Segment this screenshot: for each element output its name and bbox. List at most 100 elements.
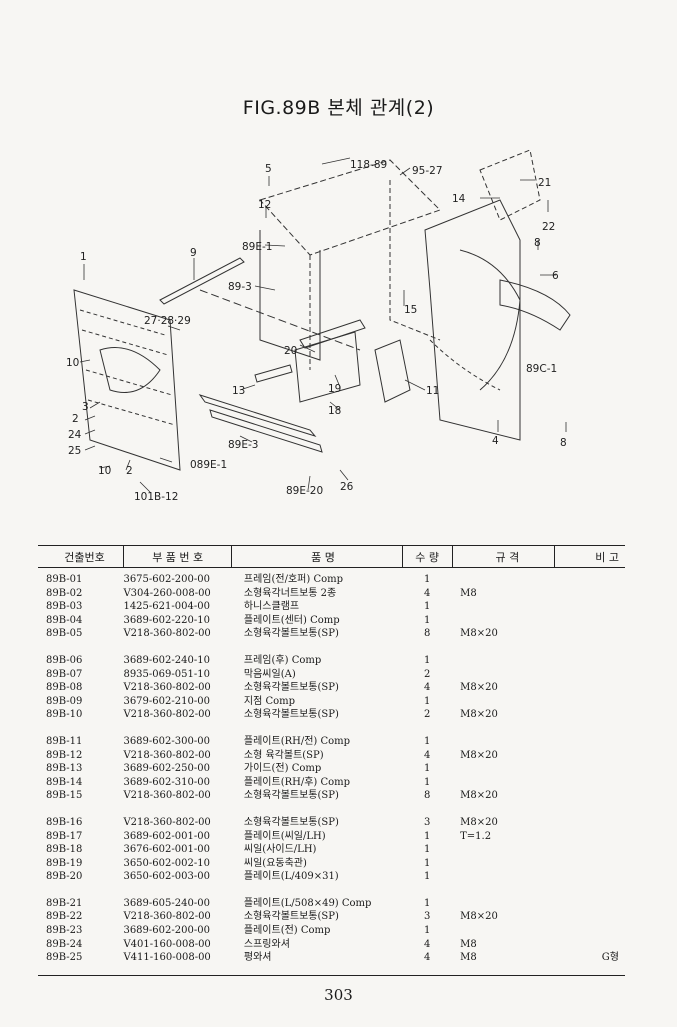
cell-part-number: 3689-602-310-00: [123, 776, 210, 788]
cell-note: [555, 857, 625, 871]
cell-part-code: 89B-01: [46, 574, 83, 585]
cell-part-code: 89B-08: [46, 682, 83, 694]
cell-part-name: 소형육각볼트보통(SP): [243, 911, 339, 923]
cell-part-number: 3689-602-300-00: [123, 735, 210, 747]
exploded-parts-diagram: 5 118-89 95-27 21 14 12 22 8 9 1 89E-1 6…: [66, 149, 571, 503]
cell-spec: [452, 695, 555, 709]
callout-label: 89E-1: [242, 241, 272, 253]
cell-note: [555, 776, 625, 790]
cell-part-number: 3676-602-001-00: [123, 844, 210, 856]
cell-part-code: 89B-10: [46, 709, 83, 721]
cell-part-name: 소형육각볼트보통(SP): [243, 682, 339, 694]
cell-part-code: 89B-25: [46, 952, 83, 964]
cell-quantity: 8: [423, 790, 431, 802]
group-spacer: [38, 722, 625, 735]
cell-part-name: 씨일(사이드/LH): [243, 844, 317, 856]
cell-spec: T=1.2: [460, 830, 492, 842]
cell-part-number: V218-360-802-00: [123, 749, 211, 761]
callout-label: 13: [232, 385, 245, 397]
cell-note: [555, 735, 625, 749]
cell-spec: [452, 654, 555, 668]
cell-part-name: 소형 육각볼트(SP): [243, 749, 324, 761]
cell-note: [555, 627, 625, 641]
cell-spec: [452, 735, 555, 749]
header-part-number: 부 품 번 호: [122, 545, 232, 568]
cell-note: G형: [601, 952, 619, 964]
cell-spec: M8×20: [460, 628, 498, 640]
cell-spec: [452, 762, 555, 776]
page-title: FIG.89B 본체 관계(2): [242, 97, 435, 119]
table-row: 89B-13 3689-602-250-00 가이드(전) Comp 1: [38, 762, 625, 776]
cell-part-code: 89B-06: [46, 654, 83, 666]
callout-label: 25: [68, 445, 81, 457]
cell-part-code: 89B-16: [46, 816, 83, 828]
cell-quantity: 1: [423, 776, 431, 788]
cell-part-name: 가이드(전) Comp: [243, 763, 322, 775]
cell-quantity: 2: [423, 709, 431, 721]
callout-label: 8: [560, 437, 567, 449]
cell-part-code: 89B-18: [46, 844, 83, 856]
callout-label: 18: [328, 405, 341, 417]
cell-quantity: 1: [423, 897, 431, 909]
cell-note: [555, 910, 625, 924]
cell-spec: M8: [460, 938, 477, 950]
cell-quantity: 1: [423, 601, 431, 613]
cell-spec: M8×20: [460, 816, 498, 828]
cell-part-code: 89B-21: [46, 897, 83, 909]
cell-quantity: 8: [423, 628, 431, 640]
cell-note: [555, 681, 625, 695]
cell-quantity: 2: [423, 668, 431, 680]
cell-part-number: 3689-602-001-00: [123, 830, 210, 842]
cell-part-number: V401-160-008-00: [123, 938, 211, 950]
cell-part-code: 89B-04: [46, 614, 83, 626]
cell-part-code: 89B-03: [46, 601, 83, 613]
cell-quantity: 1: [423, 654, 431, 666]
cell-spec: M8×20: [460, 682, 498, 694]
cell-note: [555, 614, 625, 628]
cell-part-number: 1425-621-004-00: [123, 601, 210, 613]
callout-label: 10: [66, 357, 79, 369]
cell-part-number: 3689-602-250-00: [123, 763, 210, 775]
callout-label: 27·28·29: [144, 315, 191, 327]
cell-note: [555, 924, 625, 938]
cell-spec: [452, 600, 555, 614]
group-spacer: [38, 641, 625, 654]
callout-label: 8: [534, 237, 541, 249]
cell-note: [555, 843, 625, 857]
callout-label: 1: [80, 251, 87, 263]
cell-spec: [452, 668, 555, 682]
cell-part-code: 89B-13: [46, 763, 83, 775]
table-bottom-rule: [38, 975, 625, 976]
cell-part-code: 89B-22: [46, 911, 83, 923]
cell-part-number: 3679-602-210-00: [123, 695, 210, 707]
cell-part-name: 플레이트(L/508×49) Comp: [243, 897, 372, 909]
cell-spec: M8×20: [460, 749, 498, 761]
cell-part-name: 씨일(요동축관): [243, 857, 307, 869]
cell-quantity: 1: [423, 735, 431, 747]
cell-spec: M8: [460, 587, 477, 599]
cell-note: [555, 870, 625, 884]
header-quantity: 수 량: [401, 545, 453, 568]
cell-note: [555, 695, 625, 709]
cell-part-name: 하니스클램프: [243, 601, 300, 613]
cell-part-name: 소형육각너트보통 2종: [243, 587, 337, 599]
cell-part-number: 3675-602-200-00: [123, 574, 210, 585]
cell-spec: M8: [460, 952, 477, 964]
cell-part-number: V218-360-802-00: [123, 682, 211, 694]
cell-part-name: 소형육각볼트보통(SP): [243, 816, 339, 828]
cell-quantity: 1: [423, 763, 431, 775]
cell-part-number: 3689-602-200-00: [123, 925, 210, 937]
cell-note: [555, 789, 625, 803]
cell-quantity: 4: [423, 938, 431, 950]
callout-label: 26: [340, 481, 354, 493]
cell-part-code: 89B-07: [46, 668, 83, 680]
cell-part-code: 89B-05: [46, 628, 83, 640]
